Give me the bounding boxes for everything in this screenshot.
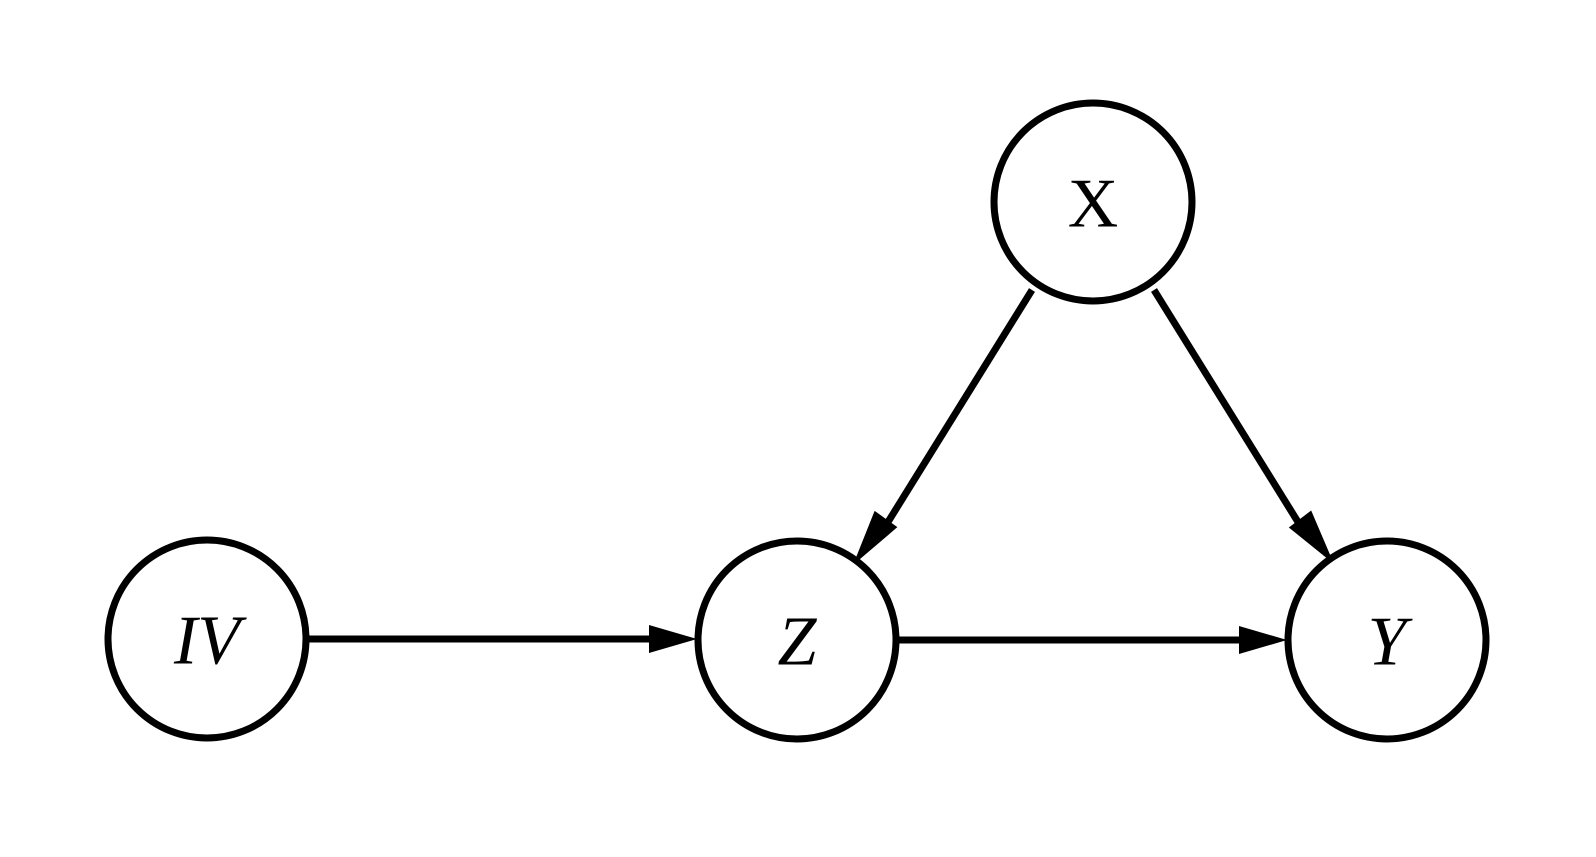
nodes-layer: IV Z X Y bbox=[104, 99, 1490, 743]
node-circle-y[interactable] bbox=[1284, 537, 1490, 743]
node-label-iv: IV bbox=[173, 603, 247, 680]
node-circle-iv[interactable] bbox=[104, 536, 310, 742]
edge-iv-to-z bbox=[306, 625, 697, 653]
edge-line-x-to-z bbox=[885, 288, 1035, 524]
node-label-x: X bbox=[1068, 166, 1119, 243]
node-z[interactable]: Z bbox=[694, 537, 900, 743]
arrowhead-x-to-y bbox=[1288, 510, 1334, 564]
node-circle-z[interactable] bbox=[694, 537, 900, 743]
node-label-z: Z bbox=[778, 604, 818, 681]
node-circle-x[interactable] bbox=[990, 99, 1196, 305]
node-label-y: Y bbox=[1368, 604, 1414, 681]
edge-line-x-to-y bbox=[1151, 288, 1301, 524]
edge-x-to-y bbox=[1151, 288, 1334, 564]
edge-z-to-y bbox=[896, 626, 1287, 654]
arrowhead-z-to-y bbox=[1239, 626, 1287, 654]
edges-layer bbox=[306, 288, 1334, 654]
edge-x-to-z bbox=[853, 288, 1035, 565]
node-y[interactable]: Y bbox=[1284, 537, 1490, 743]
arrowhead-x-to-z bbox=[853, 510, 898, 565]
node-x[interactable]: X bbox=[990, 99, 1196, 305]
node-iv[interactable]: IV bbox=[104, 536, 310, 742]
arrowhead-iv-to-z bbox=[649, 625, 697, 653]
